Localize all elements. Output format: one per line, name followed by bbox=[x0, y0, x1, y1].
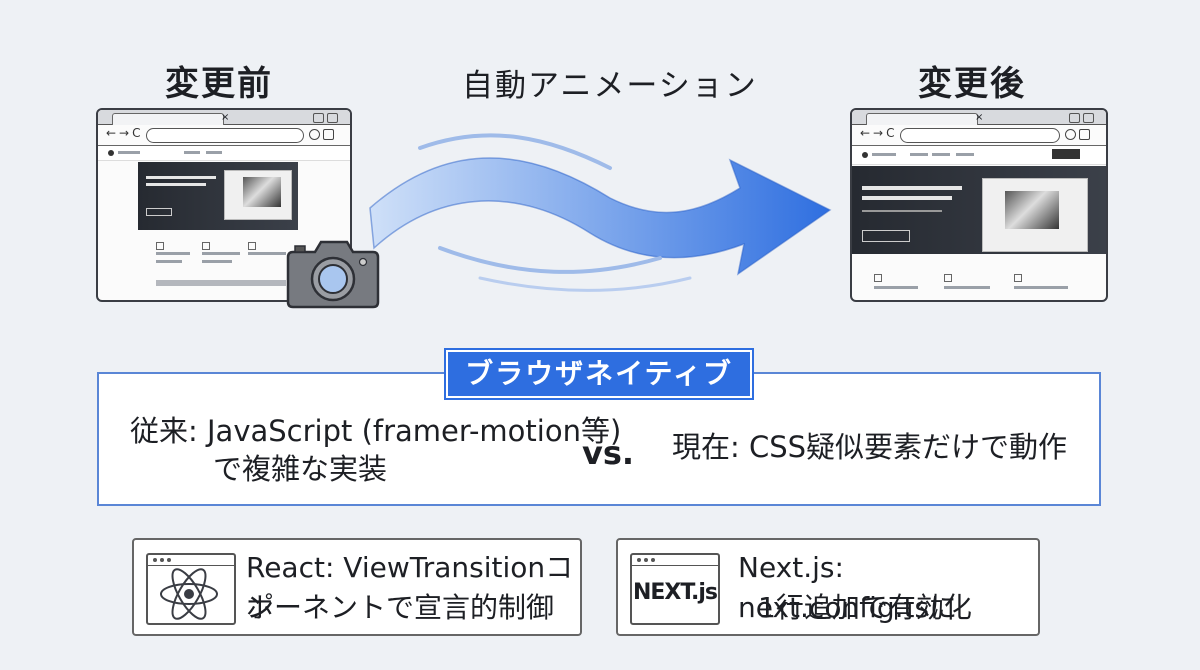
browser-toolbar: ←→C bbox=[852, 125, 1106, 146]
react-card: React: ViewTransitionコン ポーネントで宣言的制御 bbox=[132, 538, 582, 636]
after-browser-window: × ←→C bbox=[850, 108, 1108, 302]
legacy-approach-text-2: で複雑な実装 bbox=[213, 452, 388, 486]
browser-title-bar: × bbox=[852, 110, 1106, 125]
hero-section bbox=[852, 166, 1106, 254]
before-label: 変更前 bbox=[165, 64, 273, 104]
current-approach-text: 現在: CSS疑似要素だけで動作 bbox=[672, 430, 1068, 464]
nextjs-logo-icon: NEXT.js bbox=[632, 580, 718, 605]
animation-label: 自動アニメーション bbox=[462, 68, 758, 104]
browser-toolbar: ←→C bbox=[98, 125, 350, 146]
versus-label: vs. bbox=[582, 434, 635, 472]
react-card-line1: React: ViewTransitionコン bbox=[246, 551, 574, 624]
react-atom-icon bbox=[160, 568, 218, 620]
nextjs-window-icon: NEXT.js bbox=[630, 553, 720, 625]
nav-arrows-icon: ←→C bbox=[860, 126, 898, 140]
address-bar bbox=[146, 128, 304, 143]
browser-title-bar: × bbox=[98, 110, 350, 125]
site-nav bbox=[852, 146, 1106, 165]
account-icon bbox=[309, 129, 320, 140]
nextjs-card-line2: 1行追加で有効化 bbox=[758, 591, 972, 624]
react-card-line2: ポーネントで宣言的制御 bbox=[246, 591, 555, 624]
maximize-icon bbox=[1083, 113, 1094, 123]
browser-tab: × bbox=[866, 112, 983, 125]
legacy-approach-text: 従来: JavaScript (framer-motion等) bbox=[130, 414, 622, 448]
browser-tab: × bbox=[112, 112, 229, 125]
account-icon bbox=[1065, 129, 1076, 140]
banner-title: ブラウザネイティブ bbox=[446, 350, 752, 398]
site-nav bbox=[98, 146, 350, 161]
extension-icon bbox=[1079, 129, 1090, 140]
after-label: 変更後 bbox=[918, 64, 1026, 104]
minimize-icon bbox=[1069, 113, 1080, 123]
transition-arrow-icon bbox=[369, 133, 832, 292]
camera-icon bbox=[286, 240, 380, 309]
extension-icon bbox=[323, 129, 334, 140]
maximize-icon bbox=[327, 113, 338, 123]
minimize-icon bbox=[313, 113, 324, 123]
nextjs-card: NEXT.js Next.js: next.config.tsに 1行追加で有効… bbox=[616, 538, 1040, 636]
address-bar bbox=[900, 128, 1060, 143]
before-browser-window: × ←→C bbox=[96, 108, 352, 302]
nav-arrows-icon: ←→C bbox=[106, 126, 144, 140]
react-window-icon bbox=[146, 553, 236, 625]
hero-section bbox=[138, 162, 298, 230]
nextjs-card-line1: Next.js: next.config.tsに bbox=[738, 551, 958, 624]
